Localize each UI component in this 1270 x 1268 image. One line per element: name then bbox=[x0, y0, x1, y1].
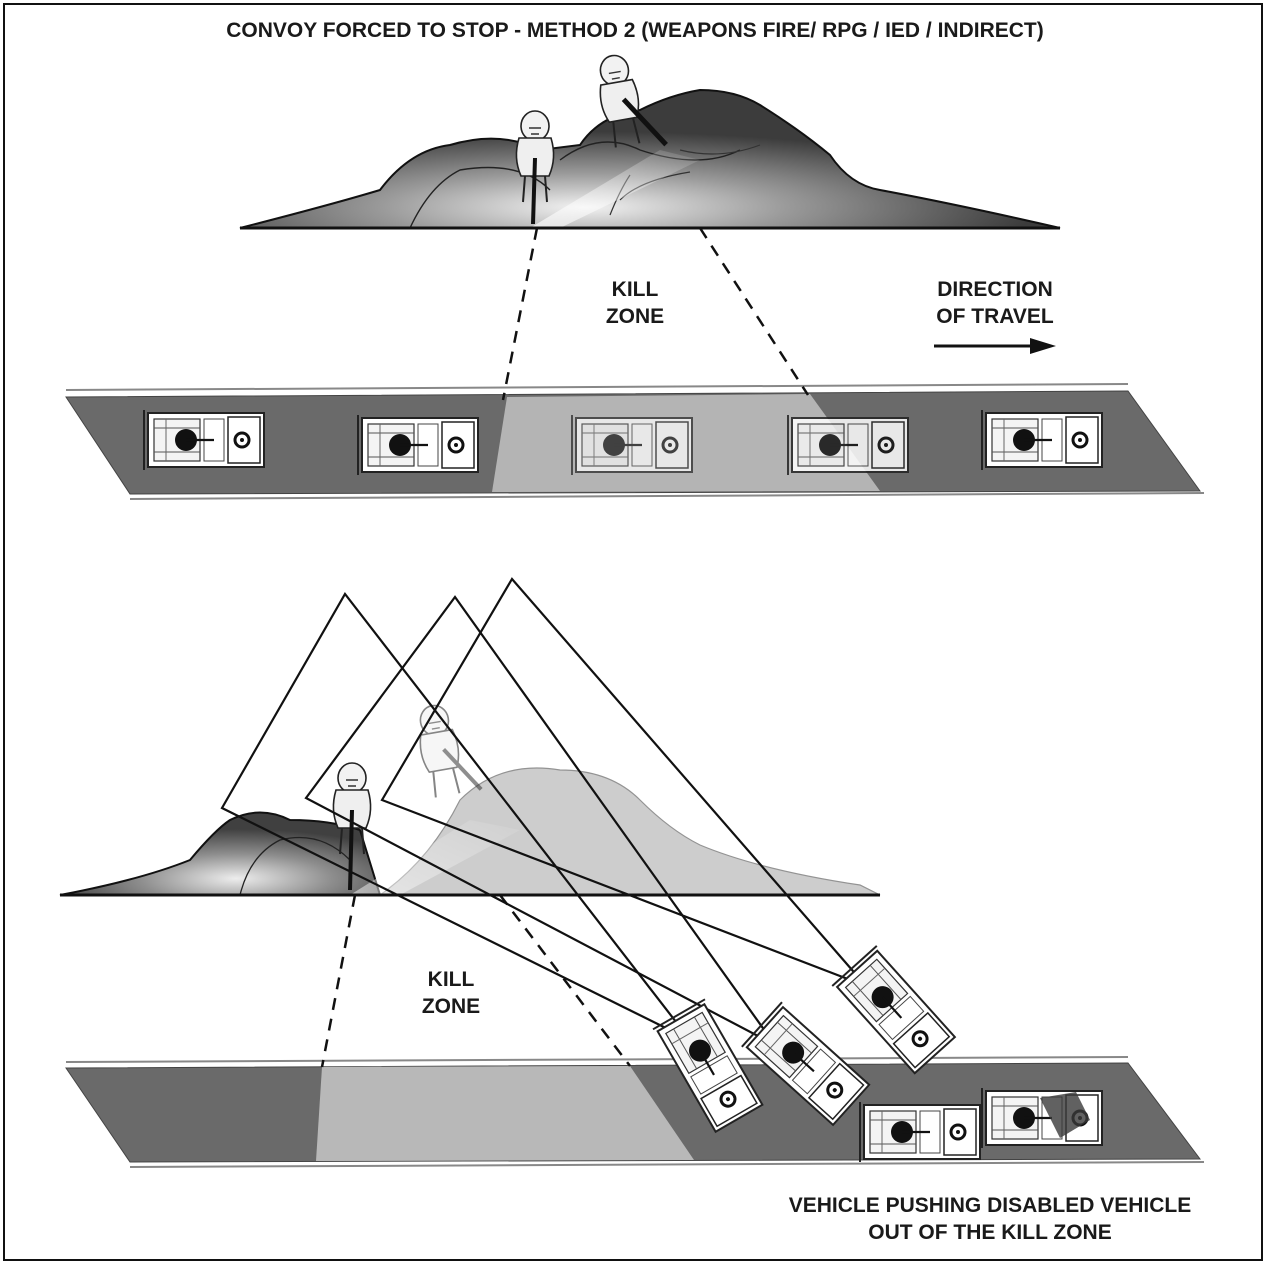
top-kill-zone-label-line2: ZONE bbox=[605, 305, 665, 328]
bottom-kill-zone-label-line2: ZONE bbox=[421, 995, 481, 1018]
bottom-scene bbox=[59, 577, 1205, 1168]
bottom-kill-zone bbox=[316, 1066, 694, 1161]
bottom-kill-zone-label-line1: KILL bbox=[427, 968, 475, 991]
gunman-figure-left bbox=[515, 110, 555, 225]
bottom-caption: VEHICLE PUSHING DISABLED VEHICLE OUT OF … bbox=[740, 1192, 1240, 1246]
pushing-vehicle bbox=[858, 1100, 982, 1164]
disabled-vehicle bbox=[980, 1086, 1104, 1150]
figure-border bbox=[3, 3, 1263, 1261]
top-vehicle-2 bbox=[356, 413, 480, 477]
direction-label-line1: DIRECTION bbox=[937, 278, 1053, 301]
direction-arrow bbox=[934, 338, 1056, 354]
direction-label-line2: OF TRAVEL bbox=[936, 305, 1054, 328]
direction-of-travel-label: DIRECTION OF TRAVEL bbox=[900, 276, 1090, 330]
top-kill-zone-label: KILL ZONE bbox=[560, 276, 710, 330]
bottom-vehicle-turning-3 bbox=[830, 944, 959, 1077]
top-kill-zone-label-line1: KILL bbox=[611, 278, 659, 301]
top-scene bbox=[65, 51, 1205, 500]
gunman-figure-bottom bbox=[332, 762, 372, 891]
top-vehicle-5 bbox=[980, 408, 1104, 472]
bottom-hill-terrain bbox=[59, 811, 382, 896]
caption-line2: OUT OF THE KILL ZONE bbox=[868, 1221, 1112, 1244]
gunman-figure-right bbox=[592, 51, 668, 150]
top-vehicle-3 bbox=[570, 413, 694, 477]
gunman-figure-faded bbox=[412, 701, 483, 800]
caption-line1: VEHICLE PUSHING DISABLED VEHICLE bbox=[788, 1194, 1192, 1217]
fields-of-fire bbox=[220, 577, 867, 1046]
bottom-kill-zone-label: KILL ZONE bbox=[376, 966, 526, 1020]
diagram-title: CONVOY FORCED TO STOP - METHOD 2 (WEAPON… bbox=[226, 19, 1044, 42]
top-vehicle-1 bbox=[142, 408, 266, 472]
top-vehicle-4 bbox=[786, 413, 910, 477]
